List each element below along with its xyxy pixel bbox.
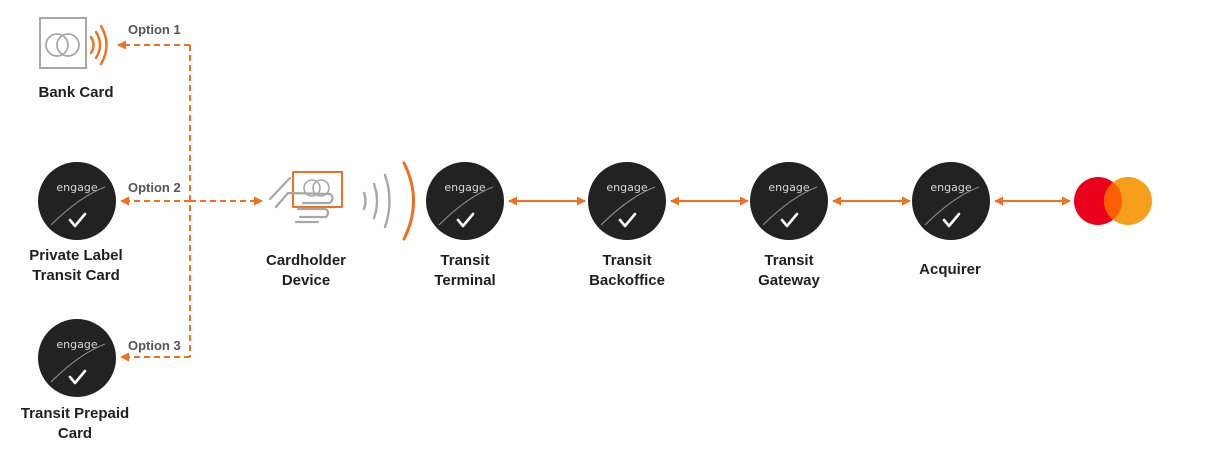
transit-backoffice-label-line1: Transit bbox=[602, 252, 651, 269]
option-connectors bbox=[117, 40, 263, 362]
cardholder-device-node: Cardholder Device bbox=[266, 161, 415, 289]
transit-gateway-label-line1: Transit bbox=[764, 252, 813, 269]
engage-chip-icon bbox=[36, 317, 118, 399]
transit-terminal-label-line2: Terminal bbox=[434, 272, 495, 289]
bank-card-node: Bank Card bbox=[38, 17, 114, 101]
transit-terminal-node: Transit Terminal bbox=[424, 160, 506, 289]
transit-prepaid-label-line1: Transit Prepaid bbox=[21, 405, 129, 422]
transit-prepaid-label-line2: Card bbox=[58, 425, 92, 442]
bank-card-label: Bank Card bbox=[38, 84, 113, 101]
private-label-label-line1: Private Label bbox=[29, 247, 122, 264]
transit-gateway-node: Transit Gateway bbox=[748, 160, 830, 289]
cardholder-device-label-line1: Cardholder bbox=[266, 252, 346, 269]
private-label-label-line2: Transit Card bbox=[32, 267, 120, 284]
engage-chip-icon bbox=[586, 160, 668, 242]
option2-label: Option 2 bbox=[128, 180, 181, 195]
option3-label: Option 3 bbox=[128, 338, 181, 353]
contactless-card-icon bbox=[39, 17, 108, 69]
cardholder-device-label-line2: Device bbox=[282, 272, 330, 289]
transit-gateway-label-line2: Gateway bbox=[758, 272, 820, 289]
transit-backoffice-node: Transit Backoffice bbox=[586, 160, 668, 289]
engage-chip-icon bbox=[910, 160, 992, 242]
mastercard-logo-icon bbox=[1074, 177, 1152, 225]
engage-chip-icon bbox=[424, 160, 506, 242]
transit-backoffice-label-line2: Backoffice bbox=[589, 272, 665, 289]
option1-label: Option 1 bbox=[128, 22, 181, 37]
engage-chip-icon bbox=[748, 160, 830, 242]
hand-tap-card-icon bbox=[268, 161, 415, 241]
acquirer-label: Acquirer bbox=[919, 261, 981, 278]
acquirer-node: Acquirer bbox=[910, 160, 992, 278]
private-label-node: Private Label Transit Card bbox=[29, 160, 123, 284]
transit-terminal-label-line1: Transit bbox=[440, 252, 489, 269]
engage-chip-icon bbox=[36, 160, 118, 242]
transit-prepaid-node: Transit Prepaid Card bbox=[21, 317, 129, 442]
